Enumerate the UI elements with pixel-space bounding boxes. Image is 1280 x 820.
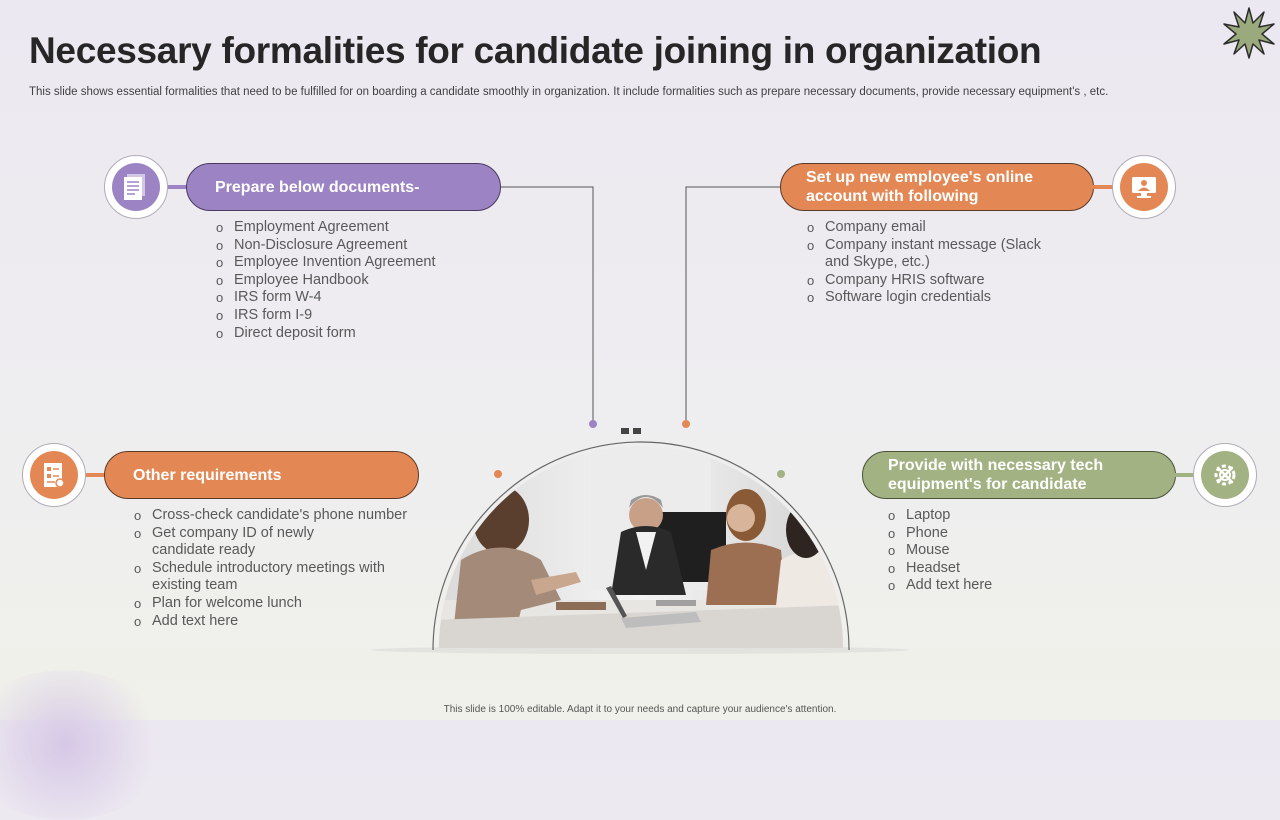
other-connector [86,473,106,477]
online-heading-line1: Set up new employee's online [806,169,1033,186]
other-heading: Other requirements [133,466,282,484]
list-item: Plan for welcome lunch [134,595,407,613]
documents-list: Employment Agreement Non-Disclosure Agre… [216,219,436,342]
other-icon-circle [22,443,86,507]
other-list: Cross-check candidate's phone number Get… [134,507,407,630]
page-subtitle: This slide shows essential formalities t… [29,86,1109,98]
list-item: Employee Handbook [216,272,436,290]
online-heading-pill: Set up new employee's online account wit… [780,163,1094,211]
tech-list: Laptop Phone Mouse Headset Add text here [888,507,992,595]
list-item: Software login credentials [807,289,1041,307]
list-item: Schedule introductory meetings with [134,560,407,578]
page-title: Necessary formalities for candidate join… [29,30,1042,71]
online-connector [1092,185,1114,189]
tech-heading-line1: Provide with necessary tech [888,457,1104,474]
business-meeting-photo [432,428,850,651]
list-item: Phone [888,525,992,543]
list-item: Headset [888,560,992,578]
list-item: Company instant message (Slack [807,237,1041,255]
documents-heading-pill: Prepare below documents- [186,163,501,211]
online-icon-circle [1112,155,1176,219]
gear-tools-icon [1214,464,1236,486]
list-item: Add text here [888,577,992,595]
list-item: and Skype, etc.) [825,254,930,271]
footer-note: This slide is 100% editable. Adapt it to… [443,704,837,715]
other-heading-pill: Other requirements [104,451,419,499]
checklist-icon [44,463,65,488]
list-item: Company HRIS software [807,272,1041,290]
list-item: Employment Agreement [216,219,436,237]
list-item: Mouse [888,542,992,560]
list-item: Laptop [888,507,992,525]
list-item: IRS form I-9 [216,307,436,325]
computer-user-icon [1132,177,1156,198]
documents-icon-circle [104,155,168,219]
list-item: candidate ready [152,542,256,559]
list-item: Company email [807,219,1041,237]
star-burst-icon [1223,7,1275,59]
list-item: IRS form W-4 [216,289,436,307]
list-item: Get company ID of newly [134,525,407,543]
document-icon [124,174,145,200]
tech-heading-line2: equipment's for candidate [888,476,1087,493]
tech-connector [1174,473,1196,477]
tech-icon-circle [1193,443,1257,507]
list-item: Non-Disclosure Agreement [216,237,436,255]
list-item: Add text here [134,613,407,631]
list-item: Direct deposit form [216,325,436,343]
list-item: existing team [152,577,238,594]
documents-connector [168,185,188,189]
list-item: Employee Invention Agreement [216,254,436,272]
documents-heading: Prepare below documents- [215,178,420,196]
online-list: Company email Company instant message (S… [807,219,1041,307]
list-item: Cross-check candidate's phone number [134,507,407,525]
tech-heading-pill: Provide with necessary tech equipment's … [862,451,1176,499]
online-heading-line2: account with following [806,188,979,205]
